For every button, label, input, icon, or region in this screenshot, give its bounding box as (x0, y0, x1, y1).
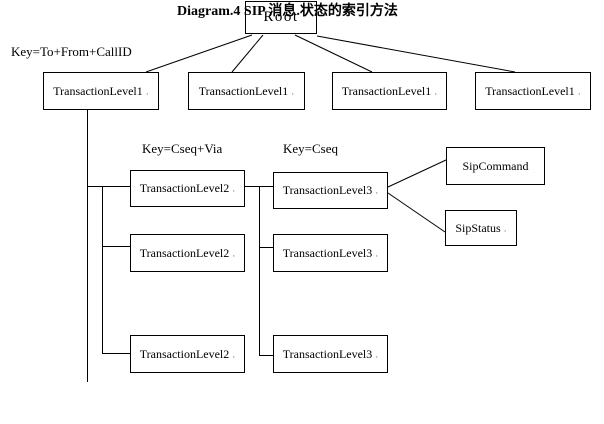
sipstatus-node: SipStatus · (445, 210, 517, 246)
node-label: TransactionLevel1 (53, 83, 143, 98)
leaf-fanout-lines (387, 159, 447, 233)
node-label: TransactionLevel3 (282, 245, 373, 260)
trailing-mark: · (375, 351, 379, 362)
root-node-label: Root (263, 9, 299, 25)
sipcommand-node: SipCommand (446, 147, 545, 185)
node-label: SipCommand (462, 158, 529, 173)
root-fanout-lines (145, 34, 516, 73)
transaction-level1-node-2: TransactionLevel1 · (188, 72, 305, 110)
node-label: SipStatus (455, 220, 501, 235)
root-node: Root (245, 1, 317, 34)
transaction-level1-node-1: TransactionLevel1 · (43, 72, 159, 110)
node-label: TransactionLevel2 (139, 346, 230, 361)
node-label: TransactionLevel3 (282, 346, 373, 361)
transaction-level1-node-4: TransactionLevel1 · (475, 72, 591, 110)
transaction-level3-node-2: TransactionLevel3 · (273, 234, 388, 272)
trailing-mark: · (375, 188, 379, 198)
trailing-mark: · (503, 225, 507, 236)
key-label-level2: Key=Cseq+Via (142, 141, 223, 156)
trailing-mark: · (232, 186, 236, 196)
trailing-mark: · (375, 250, 379, 261)
transaction-level2-node-3: TransactionLevel2 · (130, 335, 245, 373)
key-label-level3: Key=Cseq (283, 141, 338, 156)
transaction-level3-node-1: TransactionLevel3 · (273, 172, 388, 209)
node-label: TransactionLevel2 (139, 181, 230, 195)
trailing-mark: · (434, 88, 438, 99)
trailing-mark: · (291, 88, 295, 99)
trailing-mark: · (145, 88, 149, 99)
transaction-level3-node-3: TransactionLevel3 · (273, 335, 388, 373)
level2-bracket-lines (87, 110, 130, 382)
transaction-level1-node-3: TransactionLevel1 · (332, 72, 447, 110)
transaction-level2-node-2: TransactionLevel2 · (130, 234, 245, 272)
node-label: TransactionLevel1 (198, 83, 289, 98)
trailing-mark: · (232, 250, 236, 261)
node-label: TransactionLevel3 (282, 183, 373, 197)
trailing-mark: · (232, 351, 236, 362)
node-label: TransactionLevel2 (139, 245, 230, 260)
transaction-level2-node-1: TransactionLevel2 · (130, 170, 245, 207)
node-label: TransactionLevel1 (485, 83, 575, 98)
key-label-level1: Key=To+From+CallID (11, 44, 132, 59)
node-label: TransactionLevel1 (341, 83, 432, 98)
level3-bracket-lines (245, 186, 273, 356)
trailing-mark: · (577, 88, 581, 99)
diagram-caption: Diagram.4 SIP 消息.状态的索引方法 (177, 4, 398, 19)
